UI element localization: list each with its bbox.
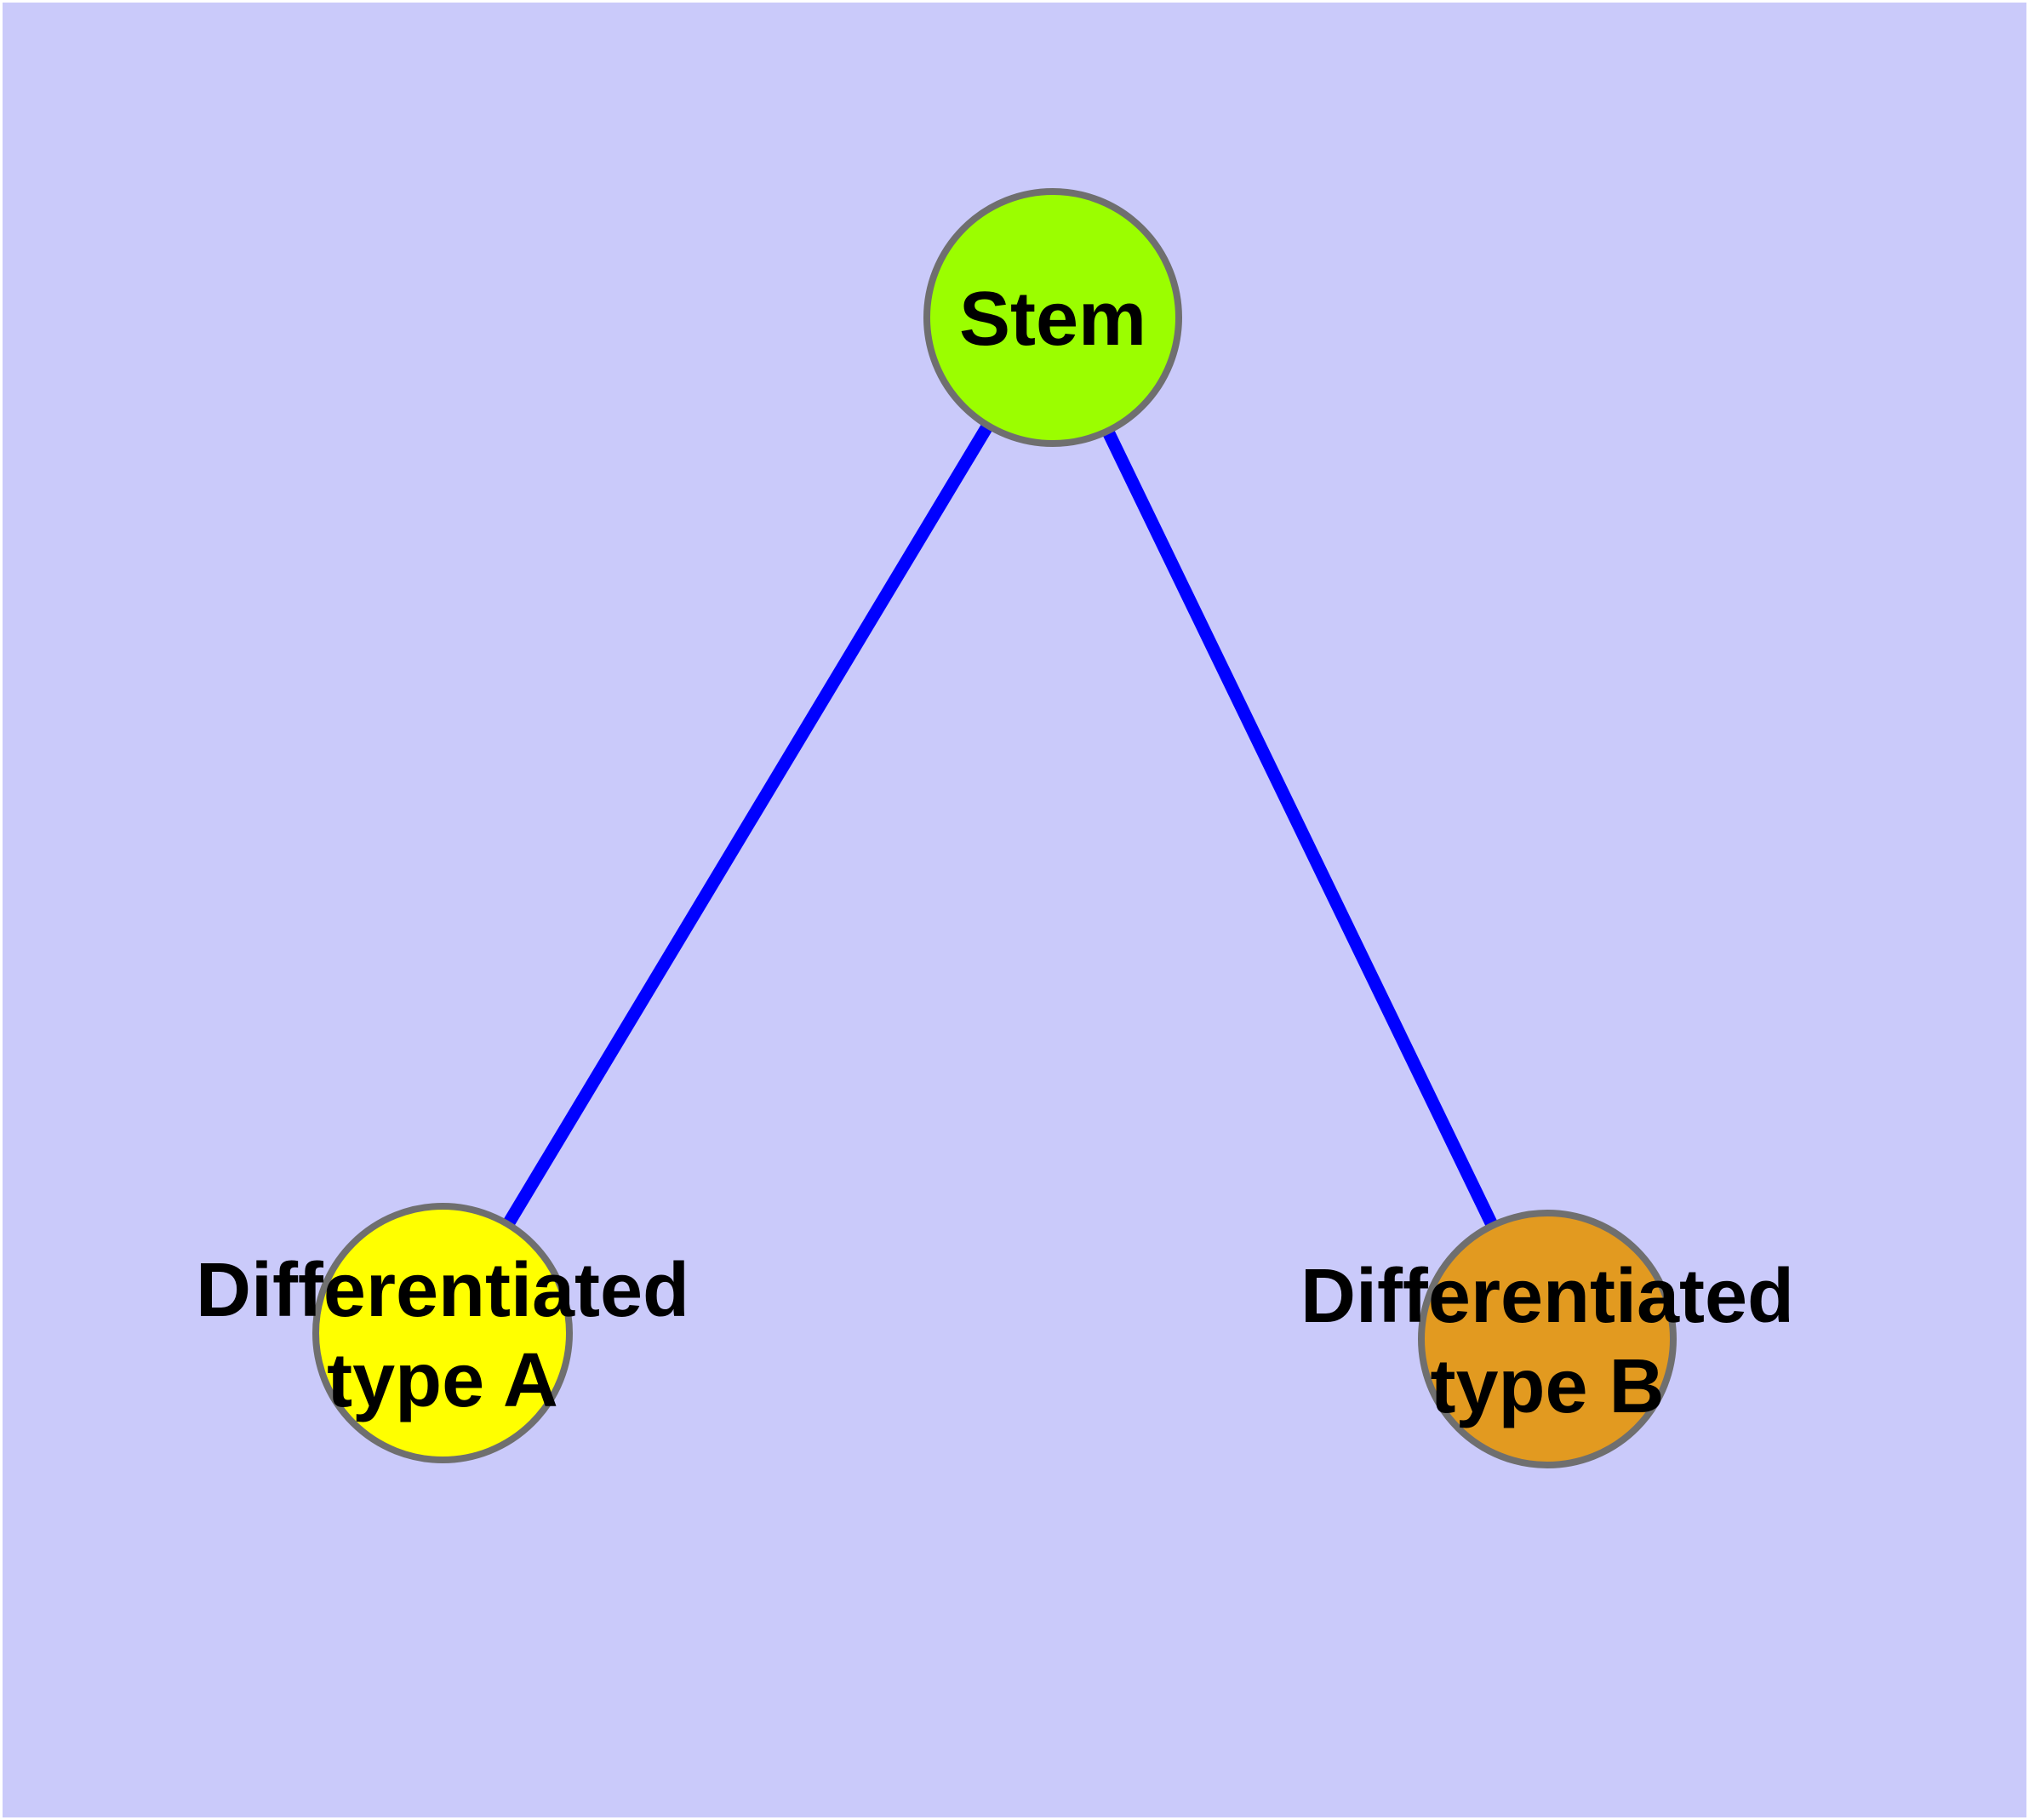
edge-stem-to-type-a xyxy=(437,314,1059,1336)
node-type-a-label-line-1: Differentiated xyxy=(196,1248,689,1333)
node-type-a-label-line-2: type A xyxy=(327,1338,558,1423)
node-type-b-label-line-2: type B xyxy=(1430,1344,1664,1429)
node-stem-label: Stem xyxy=(959,277,1146,362)
edge-stem-to-type-b xyxy=(1047,314,1553,1342)
node-type-a-circle xyxy=(312,1203,573,1463)
node-type-b-label-line-1: Differentiated xyxy=(1300,1254,1794,1339)
node-stem-circle xyxy=(923,188,1182,447)
node-type-b-circle xyxy=(1418,1210,1677,1468)
